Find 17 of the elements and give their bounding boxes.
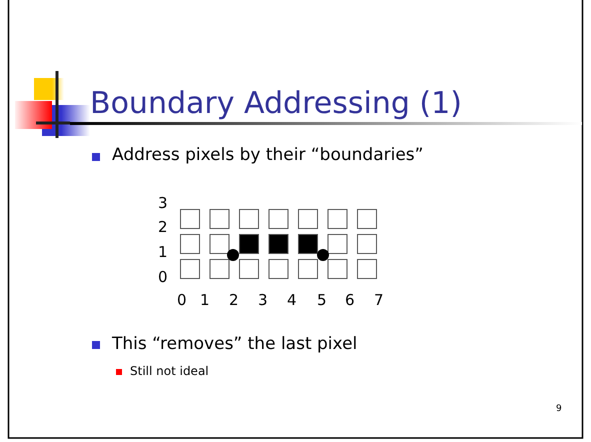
bullet-text: Address pixels by their “boundaries” [112, 145, 424, 165]
axis-label: 7 [374, 291, 384, 309]
axis-label: 1 [158, 243, 168, 261]
page-number: 9 [556, 404, 562, 414]
axis-label: 5 [317, 291, 327, 309]
axis-label: 4 [287, 291, 297, 309]
axis-label: 2 [158, 218, 168, 236]
axis-label: 2 [229, 291, 239, 309]
axis-label: 0 [177, 291, 187, 309]
axis-label: 1 [200, 291, 210, 309]
axis-label: 0 [158, 268, 168, 286]
sub-bullet-text: Still not ideal [130, 364, 209, 378]
slide-title: Boundary Addressing (1) [90, 86, 462, 121]
axis-label: 3 [258, 291, 268, 309]
bullet-text: This “removes” the last pixel [112, 334, 358, 354]
axis-label: 3 [158, 194, 168, 212]
axis-label: 6 [345, 291, 355, 309]
